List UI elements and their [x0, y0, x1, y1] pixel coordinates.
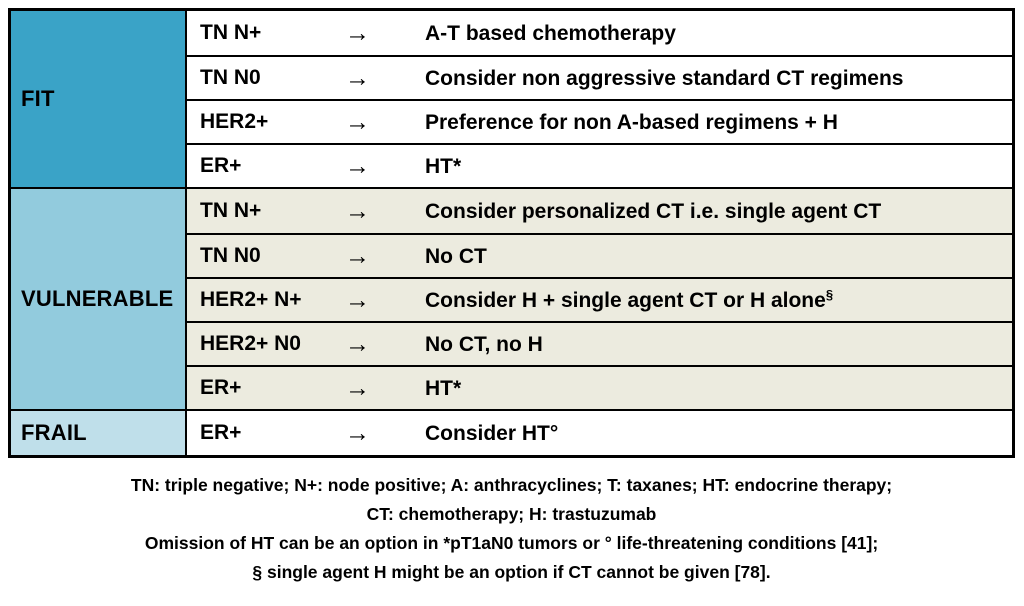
table-row: ER+ → HT*	[187, 143, 1012, 187]
condition-label: ER+	[200, 376, 242, 399]
arrow-icon: →	[345, 151, 370, 180]
result-label: Consider personalized CT i.e. single age…	[425, 200, 882, 223]
treatment-table-figure: FIT TN N+ → A-T based chemotherapy TN N0…	[8, 8, 1015, 587]
result-label: HT*	[425, 377, 462, 400]
frail-rows: ER+ → Consider HT°	[187, 411, 1012, 455]
table-row: HER2+ → Preference for non A-based regim…	[187, 99, 1012, 143]
result-label: No CT	[425, 245, 487, 268]
arrow-icon: →	[345, 18, 370, 47]
result-label: No CT, no H	[425, 333, 543, 356]
table-row: ER+ → Consider HT°	[187, 411, 1012, 455]
arrow-icon: →	[345, 63, 370, 92]
fit-rows: TN N+ → A-T based chemotherapy TN N0 → C…	[187, 11, 1012, 187]
footnote-line: TN: triple negative; N+: node positive; …	[130, 475, 893, 495]
result-label: Consider non aggressive standard CT regi…	[425, 67, 904, 90]
arrow-icon: →	[345, 418, 370, 447]
condition-label: TN N0	[200, 66, 261, 89]
condition-label: HER2+	[200, 110, 269, 133]
arrow-icon: →	[345, 329, 370, 358]
arrow-icon: →	[345, 285, 370, 314]
treatment-table: FIT TN N+ → A-T based chemotherapy TN N0…	[8, 8, 1015, 458]
category-cell-frail: FRAIL	[11, 411, 187, 455]
condition-label: TN N0	[200, 244, 261, 267]
result-superscript: §	[825, 287, 834, 302]
footnote-line: § single agent H might be an option if C…	[252, 562, 771, 582]
arrow-icon: →	[345, 373, 370, 402]
frail-section: FRAIL ER+ → Consider HT°	[11, 409, 1012, 455]
vulnerable-rows: TN N+ → Consider personalized CT i.e. si…	[187, 189, 1012, 409]
condition-label: TN N+	[200, 21, 262, 44]
arrow-icon: →	[345, 241, 370, 270]
table-row: ER+ → HT*	[187, 365, 1012, 409]
table-row: TN N0 → Consider non aggressive standard…	[187, 55, 1012, 99]
vulnerable-section: VULNERABLE TN N+ → Consider personalized…	[11, 187, 1012, 409]
table-row: TN N+ → A-T based chemotherapy	[187, 11, 1012, 55]
table-row: TN N0 → No CT	[187, 233, 1012, 277]
condition-label: ER+	[200, 154, 242, 177]
result-label: A-T based chemotherapy	[425, 22, 676, 45]
result-label: Consider H + single agent CT or H alone§	[425, 287, 834, 312]
footnote-line: Omission of HT can be an option in *pT1a…	[144, 533, 879, 553]
arrow-icon: →	[345, 196, 370, 225]
condition-label: HER2+ N0	[200, 332, 301, 355]
category-cell-fit: FIT	[11, 11, 187, 187]
result-label: HT*	[425, 155, 462, 178]
condition-label: HER2+ N+	[200, 288, 302, 311]
footnote-line: CT: chemotherapy; H: trastuzumab	[366, 504, 657, 524]
category-cell-vulnerable: VULNERABLE	[11, 189, 187, 409]
footnotes: TN: triple negative; N+: node positive; …	[8, 471, 1015, 587]
condition-label: TN N+	[200, 199, 262, 222]
table-row: HER2+ N+ → Consider H + single agent CT …	[187, 277, 1012, 321]
result-label: Consider HT°	[425, 422, 559, 445]
arrow-icon: →	[345, 107, 370, 136]
condition-label: ER+	[200, 421, 242, 444]
result-label: Preference for non A-based regimens + H	[425, 111, 838, 134]
fit-section: FIT TN N+ → A-T based chemotherapy TN N0…	[11, 11, 1012, 187]
table-row: HER2+ N0 → No CT, no H	[187, 321, 1012, 365]
table-row: TN N+ → Consider personalized CT i.e. si…	[187, 189, 1012, 233]
